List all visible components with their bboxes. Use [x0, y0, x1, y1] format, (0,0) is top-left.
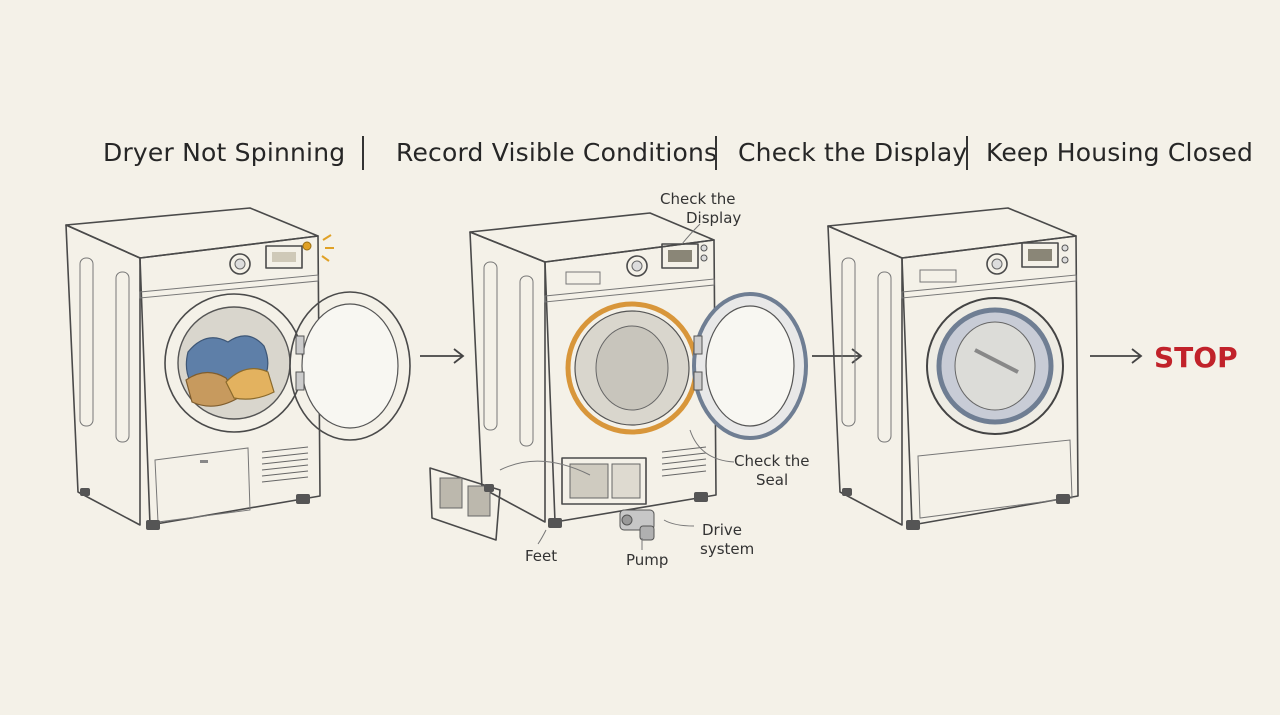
callout-check-seal-2: Seal: [756, 471, 788, 489]
arrow-right-icon: [812, 348, 863, 364]
title-divider: [966, 136, 968, 170]
arrow-right-icon: [420, 348, 465, 364]
step-titles: Dryer Not Spinning Record Visible Condit…: [0, 132, 1280, 178]
callout-feet: Feet: [525, 547, 557, 565]
dryer-2-annotated: [429, 212, 808, 550]
callout-check-display-2: Display: [686, 209, 741, 227]
indicator-light: [302, 241, 312, 251]
step-title-check-display: Check the Display: [738, 138, 968, 167]
step-title-keep-housing-closed: Keep Housing Closed: [986, 138, 1254, 167]
title-divider: [715, 136, 717, 170]
stop-label: STOP: [1154, 341, 1238, 374]
pump-icon: [619, 509, 655, 541]
step-title-record-conditions: Record Visible Conditions: [396, 138, 718, 167]
dryer-1-clothes-inside: [65, 207, 411, 530]
callout-drive-1: Drive: [702, 521, 742, 539]
step-title-dryer-not-spinning: Dryer Not Spinning: [103, 138, 346, 167]
callout-check-display-1: Check the: [660, 190, 736, 208]
callout-drive-2: system: [700, 540, 754, 558]
callout-check-seal-1: Check the: [734, 452, 810, 470]
dryer-3-door-closed: [827, 207, 1079, 530]
title-divider: [362, 136, 364, 170]
arrow-right-icon: [1090, 348, 1143, 364]
callout-pump: Pump: [626, 551, 668, 569]
lint-filter: [429, 467, 501, 541]
